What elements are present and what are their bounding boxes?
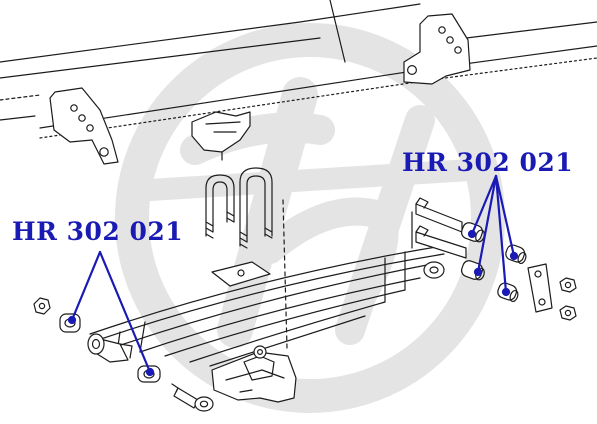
spring-eye-rear	[423, 261, 445, 279]
nut-front	[33, 297, 51, 315]
front-bolt	[171, 383, 214, 412]
line-art	[0, 0, 597, 412]
front-hanger-bracket	[49, 87, 119, 165]
leaf-spring	[89, 245, 445, 367]
shackle-plate	[527, 263, 553, 313]
nuts-right	[559, 277, 577, 321]
shackle-bolts	[411, 197, 467, 259]
clamp-plate-hole	[237, 269, 245, 277]
axle-seat	[211, 345, 297, 403]
callout-leaders-left	[67, 250, 155, 377]
centre-line	[282, 199, 288, 349]
part-number-label-rear: HR 302 021	[402, 148, 574, 177]
spring-eye-front	[87, 333, 133, 363]
rear-hanger-bracket	[403, 13, 471, 85]
callout-leaders-right	[467, 174, 519, 297]
brand-logo-watermark	[115, 23, 505, 413]
u-bolts	[205, 167, 273, 249]
part-number-label-front: HR 302 021	[12, 217, 184, 246]
clamp-plate	[211, 261, 271, 287]
bump-stop	[191, 111, 251, 161]
